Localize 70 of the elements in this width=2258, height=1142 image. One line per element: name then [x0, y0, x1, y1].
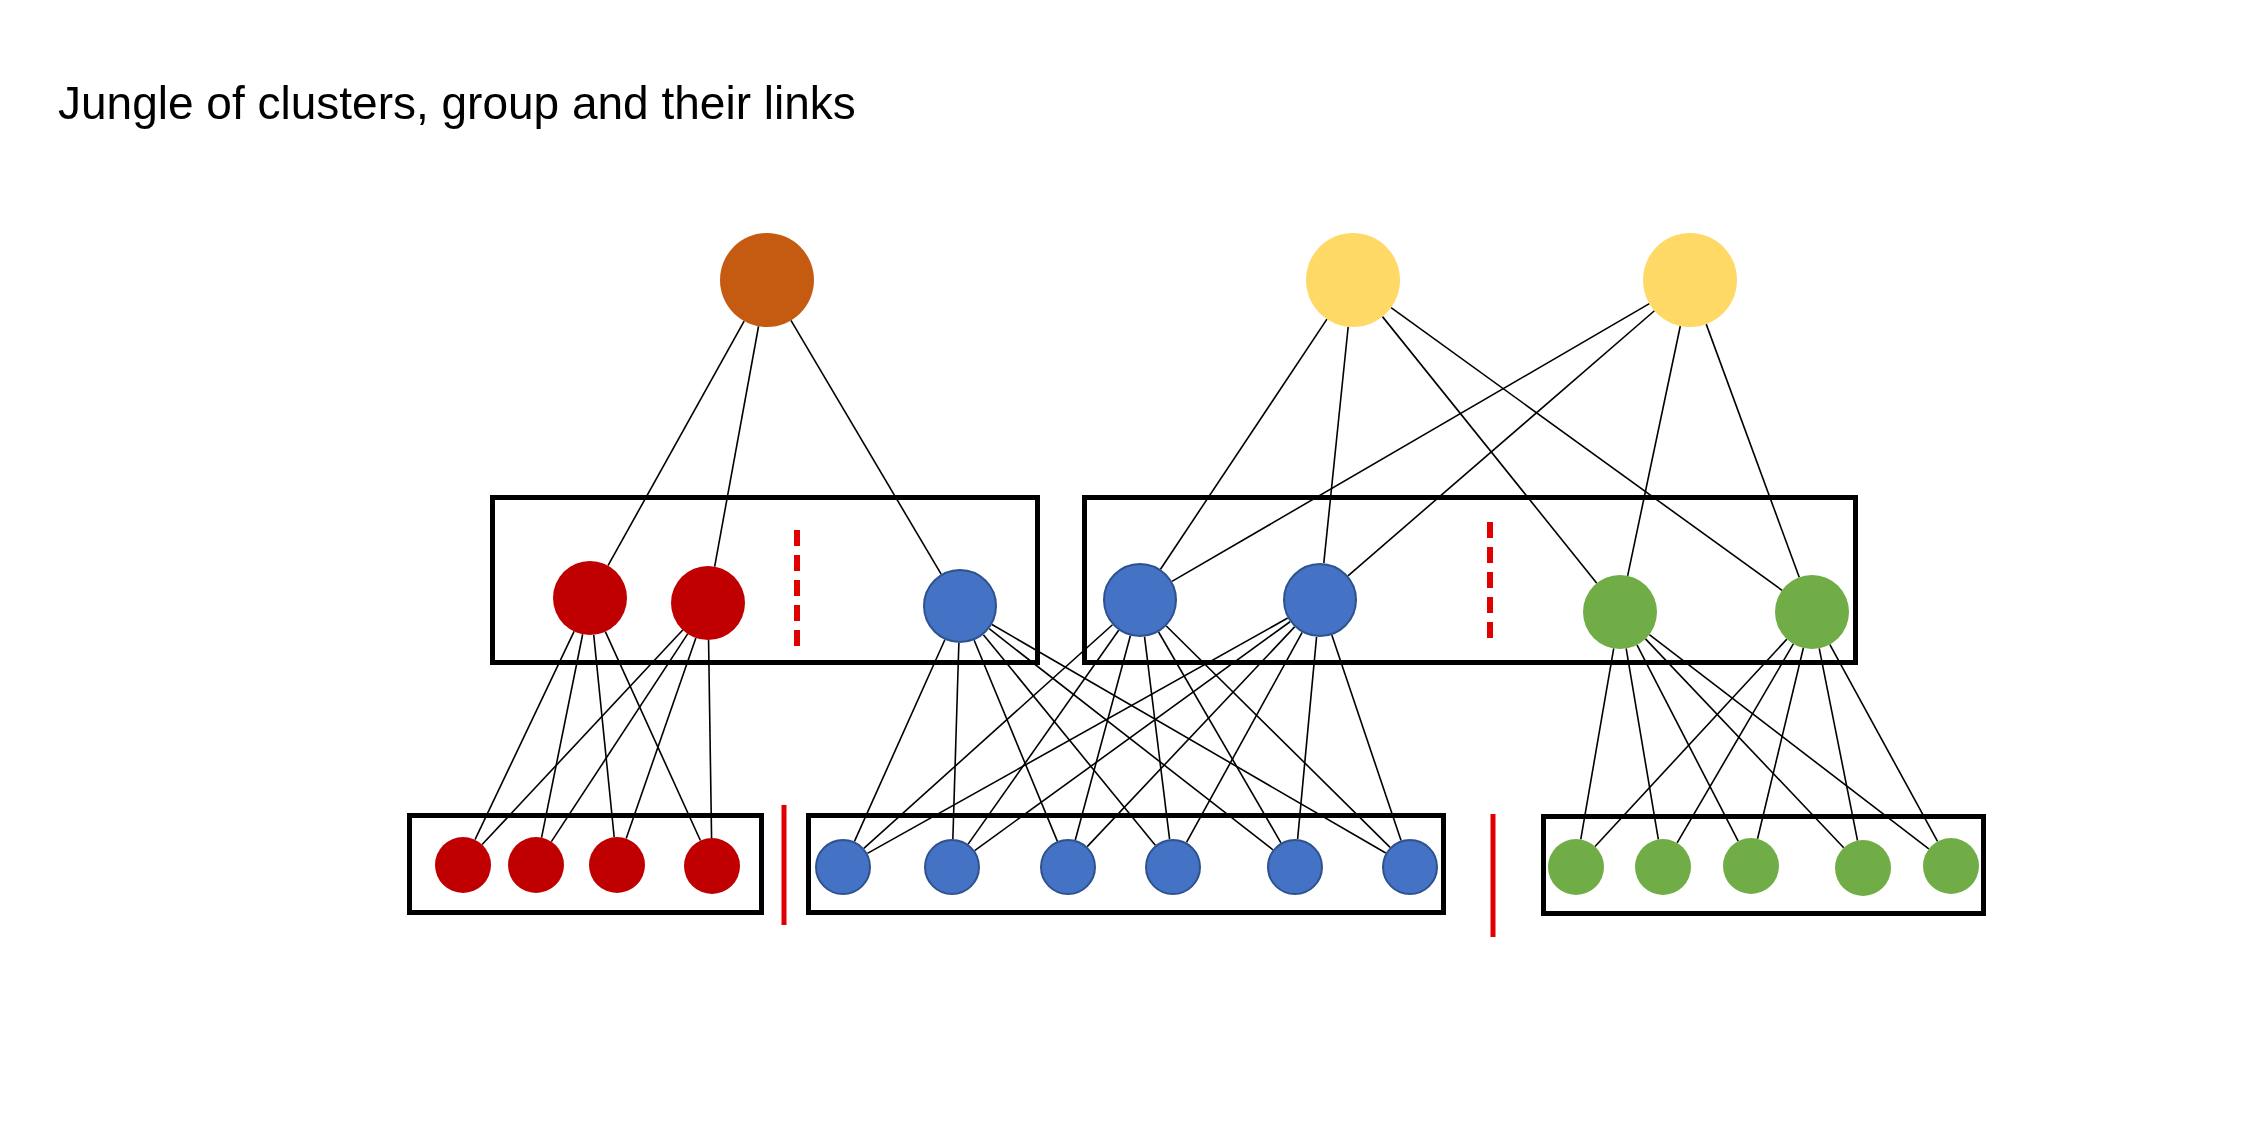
connector-line — [1705, 323, 1801, 579]
group-box — [407, 813, 764, 915]
connector-line — [481, 629, 684, 846]
connector-line — [1626, 325, 1682, 577]
group-box — [1082, 495, 1858, 665]
circle-node — [1635, 839, 1691, 895]
connector-line — [853, 638, 946, 843]
connector-line — [790, 319, 942, 575]
circle-node — [815, 839, 871, 895]
connector-line — [973, 639, 1059, 842]
title: Jungle of clusters, group and their links — [58, 76, 856, 130]
circle-node — [1382, 839, 1438, 895]
connector-line — [625, 637, 697, 840]
circle-node — [1835, 840, 1891, 896]
connector-line — [1390, 306, 1783, 592]
connector-line — [1625, 647, 1660, 841]
connector-line — [1323, 325, 1349, 564]
connector-line — [1756, 647, 1805, 840]
circle-node — [1923, 838, 1979, 894]
connector-line — [550, 633, 689, 843]
connector-line — [1331, 634, 1402, 842]
circle-node — [435, 837, 491, 893]
connector-line — [1296, 636, 1318, 840]
connector-line — [1086, 626, 1296, 848]
connector-line — [1648, 633, 1930, 850]
connector-line — [1171, 302, 1651, 583]
circle-node — [1040, 839, 1096, 895]
connector-line — [707, 639, 713, 839]
connector-line — [1594, 638, 1788, 848]
connector-line — [1143, 635, 1171, 840]
circle-node — [1103, 563, 1177, 637]
connector-line — [540, 633, 584, 839]
connector-line — [952, 642, 960, 840]
group-box — [1541, 814, 1986, 916]
connector-line — [713, 325, 760, 568]
circle-node — [684, 838, 740, 894]
circle-node — [924, 839, 980, 895]
connector-line — [1157, 631, 1282, 844]
connector-line — [474, 630, 575, 841]
connector-line — [1165, 625, 1391, 849]
connector-line — [607, 320, 745, 567]
connector-line — [1818, 647, 1859, 842]
circle-node — [1283, 563, 1357, 637]
circle-node — [1267, 839, 1323, 895]
connector-line — [1676, 643, 1795, 844]
circle-node — [1583, 575, 1657, 649]
connector-line — [1074, 634, 1132, 841]
group-box — [490, 495, 1040, 665]
group-box — [806, 813, 1446, 915]
connector-line — [991, 623, 1387, 854]
circle-node — [923, 569, 997, 643]
circle-node — [1145, 839, 1201, 895]
connector-line — [866, 617, 1289, 855]
connector-line — [1347, 309, 1656, 577]
connector-line — [967, 629, 1120, 845]
connector-line — [1579, 647, 1615, 841]
connector-line — [1828, 643, 1939, 843]
connector-line — [1636, 644, 1739, 842]
connector-line — [1159, 318, 1328, 570]
circle-node — [589, 837, 645, 893]
connector-line — [604, 630, 702, 842]
circle-node — [1548, 839, 1604, 895]
connector-line — [982, 633, 1157, 847]
circle-node — [1723, 838, 1779, 894]
connector-line — [1381, 315, 1598, 584]
circle-node — [508, 837, 564, 893]
connector-line — [863, 623, 1114, 850]
connector-line — [1185, 631, 1303, 844]
connector-line — [1644, 638, 1845, 849]
connector-line — [592, 634, 615, 838]
